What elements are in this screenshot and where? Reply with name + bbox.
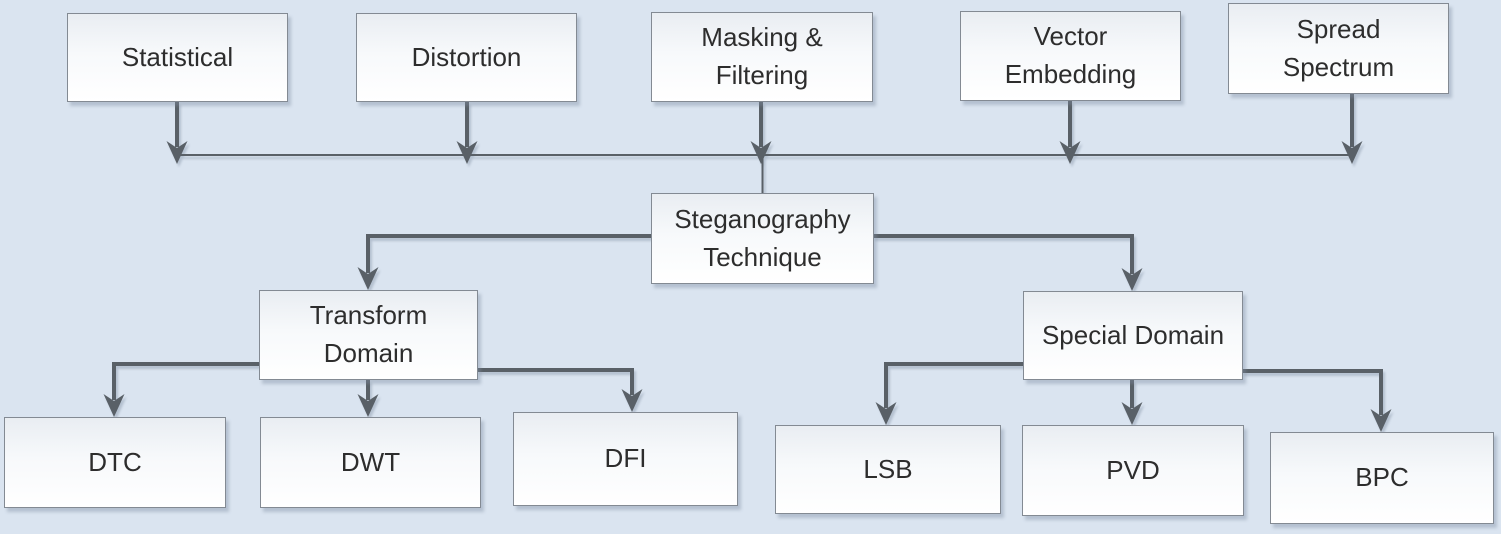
node-vector-embedding: Vector Embedding bbox=[960, 11, 1181, 101]
node-label: LSB bbox=[863, 453, 913, 484]
edge-transform-to-dtc bbox=[112, 362, 259, 400]
node-label: DTC bbox=[88, 446, 142, 477]
node-steganography-technique: Steganography Technique bbox=[651, 193, 874, 284]
node-statistical: Statistical bbox=[67, 13, 288, 102]
edge-transform-to-dfi bbox=[477, 368, 634, 395]
node-distortion: Distortion bbox=[356, 13, 577, 102]
node-label: Steganography Technique bbox=[674, 203, 851, 272]
node-label: Distortion bbox=[411, 41, 522, 72]
edge-special-to-lsb bbox=[884, 362, 1023, 408]
node-pvd: PVD bbox=[1022, 425, 1244, 516]
node-label: DFI bbox=[604, 443, 647, 474]
node-label: Statistical bbox=[121, 41, 234, 72]
node-spread-spectrum: Spread Spectrum bbox=[1228, 3, 1449, 94]
node-bpc: BPC bbox=[1270, 432, 1494, 524]
node-label: DWT bbox=[340, 446, 401, 477]
node-label: PVD bbox=[1106, 454, 1160, 485]
arrowhead-special bbox=[1121, 268, 1143, 291]
arrowhead-pvd bbox=[1121, 402, 1143, 425]
node-special-domain: Special Domain bbox=[1023, 291, 1243, 380]
node-lsb: LSB bbox=[775, 425, 1001, 514]
node-label: Spread Spectrum bbox=[1282, 13, 1395, 82]
edge-hub-to-special bbox=[873, 234, 1134, 274]
arrowhead-dtc bbox=[103, 394, 125, 417]
node-dfi: DFI bbox=[513, 412, 738, 506]
arrowhead-dfi bbox=[621, 389, 643, 412]
arrowhead-bpc bbox=[1370, 409, 1392, 432]
arrowhead-dwt bbox=[357, 394, 379, 417]
arrowhead-spread bbox=[1341, 141, 1363, 164]
arrowhead-statistical bbox=[166, 141, 188, 164]
node-label: Vector Embedding bbox=[1004, 21, 1137, 89]
node-label: Special Domain bbox=[1041, 319, 1225, 350]
node-masking-filtering: Masking & Filtering bbox=[651, 12, 873, 102]
node-transform-domain: Transform Domain bbox=[259, 290, 478, 380]
arrowhead-vector bbox=[1059, 141, 1081, 164]
arrowhead-masking bbox=[750, 141, 772, 164]
arrowhead-distortion bbox=[456, 141, 478, 164]
arrowhead-transform bbox=[357, 267, 379, 290]
node-label: BPC bbox=[1355, 462, 1409, 493]
node-label: Masking & Filtering bbox=[701, 22, 823, 90]
arrowhead-lsb bbox=[875, 402, 897, 425]
edge-hub-to-transform bbox=[366, 234, 651, 273]
edge-special-to-bpc bbox=[1242, 369, 1383, 415]
node-label: Transform Domain bbox=[309, 300, 428, 368]
node-dtc: DTC bbox=[4, 417, 226, 508]
node-dwt: DWT bbox=[260, 417, 481, 508]
